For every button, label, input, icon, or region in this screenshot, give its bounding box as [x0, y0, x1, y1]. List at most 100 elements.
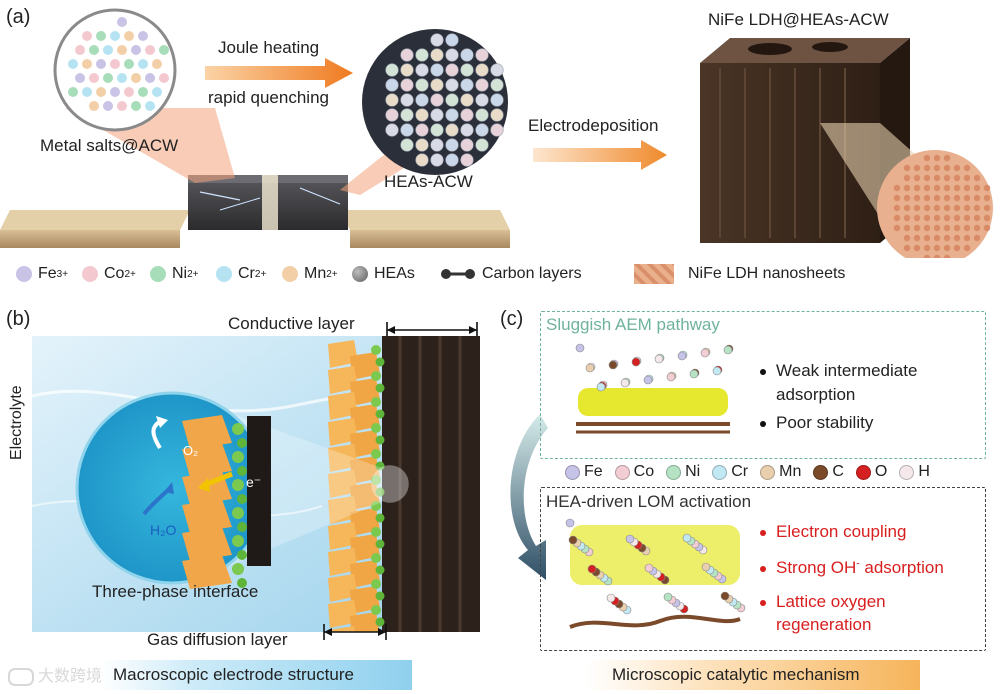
lom-activation-box	[540, 487, 986, 651]
macroscopic-banner-text: Macroscopic electrode structure	[113, 665, 354, 684]
particle	[371, 371, 381, 381]
particle	[237, 522, 247, 532]
o-atom-icon	[855, 464, 871, 480]
particle	[963, 194, 971, 202]
particle	[159, 73, 169, 83]
particle	[923, 224, 931, 232]
particle	[923, 234, 931, 242]
particle	[475, 63, 489, 77]
particle	[963, 214, 971, 222]
electrode-illustration	[32, 336, 480, 632]
particle	[138, 31, 148, 41]
particle	[913, 224, 921, 232]
particle	[953, 164, 961, 172]
particle	[415, 153, 429, 167]
heas-dot-icon	[352, 266, 368, 282]
sluggish-title: Sluggish AEM pathway	[546, 315, 720, 334]
particle	[460, 123, 474, 137]
particle	[415, 138, 429, 152]
particle	[663, 592, 673, 602]
particle	[943, 224, 951, 232]
particle	[117, 45, 127, 55]
particle	[933, 194, 941, 202]
particle	[720, 591, 730, 601]
particle	[117, 17, 127, 27]
particle	[138, 87, 148, 97]
particle	[903, 164, 911, 172]
particle	[983, 204, 991, 212]
product-label: NiFe LDH@HEAs-ACW	[708, 10, 889, 29]
particle	[237, 578, 247, 588]
particle	[933, 254, 941, 258]
particle	[475, 138, 489, 152]
particle	[375, 591, 385, 601]
particle	[400, 123, 414, 137]
particle	[913, 234, 921, 242]
particle	[903, 174, 911, 182]
particle	[644, 563, 654, 573]
particle	[933, 224, 941, 232]
co-atom-icon	[614, 464, 630, 480]
rapid-quenching-label: rapid quenching	[208, 88, 329, 107]
element-legend: Fe Co Ni Cr Mn C O H	[565, 463, 942, 481]
legend-heas: HEAs	[352, 262, 415, 286]
particle	[953, 194, 961, 202]
particle	[460, 48, 474, 62]
watermark: 大数跨境	[8, 662, 102, 686]
particle	[430, 48, 444, 62]
particle	[953, 174, 961, 182]
particle	[75, 73, 85, 83]
particle	[943, 184, 951, 192]
particle	[933, 184, 941, 192]
particle	[124, 31, 134, 41]
particle	[232, 507, 244, 519]
particle	[400, 108, 414, 122]
carbon-chain-icon	[441, 269, 475, 279]
particle	[490, 78, 504, 92]
particle	[963, 244, 971, 252]
particle	[893, 214, 901, 222]
particle	[943, 244, 951, 252]
heas-acw-label: HEAs-ACW	[384, 172, 473, 191]
particle	[953, 224, 961, 232]
particle	[625, 534, 635, 544]
particle	[475, 48, 489, 62]
particle	[913, 244, 921, 252]
particle	[689, 369, 699, 379]
particle	[82, 59, 92, 69]
particle	[913, 164, 921, 172]
nanosheet-swatch-icon	[634, 264, 674, 284]
particle	[415, 93, 429, 107]
particle	[943, 164, 951, 172]
particle	[131, 73, 141, 83]
electrodeposition-arrow	[533, 140, 667, 170]
particle	[933, 154, 941, 162]
particle	[923, 194, 931, 202]
nanosheet-flake	[328, 626, 356, 632]
particle	[460, 78, 474, 92]
particle	[385, 108, 399, 122]
nanosheet-flake	[350, 612, 380, 632]
particle	[682, 533, 692, 543]
particle	[237, 466, 247, 476]
bullet-strong: Strong OH- adsorption	[760, 558, 944, 578]
particle	[445, 153, 459, 167]
particle	[973, 234, 981, 242]
particle	[430, 93, 444, 107]
bullet-lattice: Lattice oxygen	[760, 592, 886, 612]
microscopic-banner	[586, 660, 920, 690]
particle	[933, 244, 941, 252]
particle	[933, 204, 941, 212]
bullet-poor: Poor stability	[760, 413, 873, 433]
particle	[953, 184, 961, 192]
particle	[933, 164, 941, 172]
particle	[490, 123, 504, 137]
particle	[903, 214, 911, 222]
particle	[445, 138, 459, 152]
particle	[923, 174, 931, 182]
particle	[475, 123, 489, 137]
particle	[943, 204, 951, 212]
